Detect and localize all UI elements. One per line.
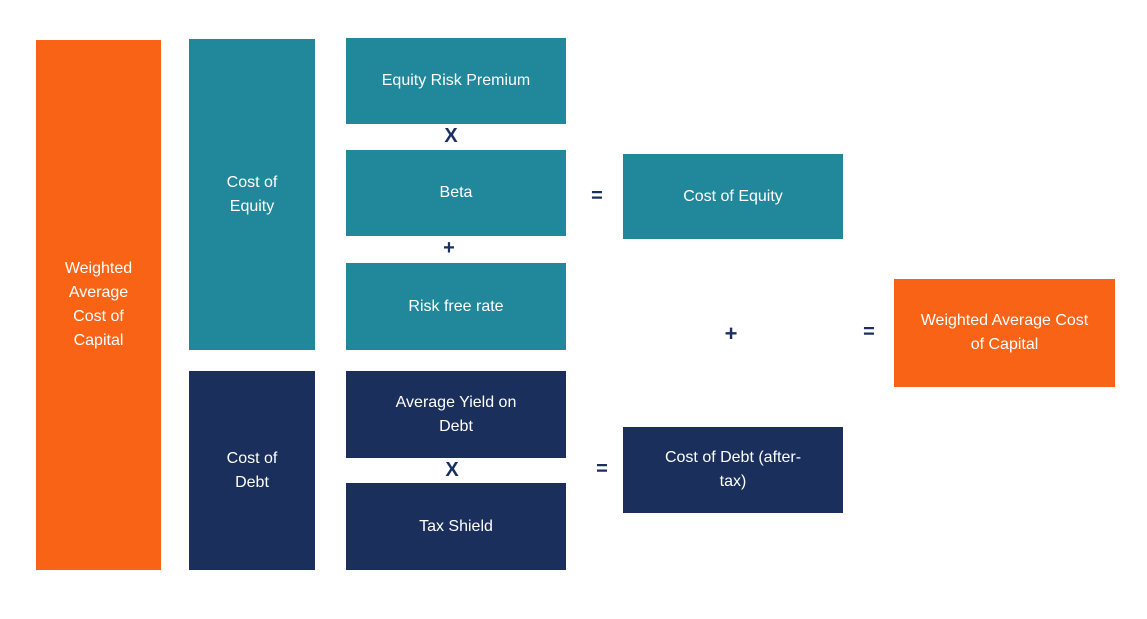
cost-of-debt-result-box: Cost of Debt (after-tax) bbox=[623, 427, 843, 513]
equals-operator-debt: = bbox=[596, 458, 608, 480]
wacc-result-box: Weighted Average Cost of Capital bbox=[894, 279, 1115, 387]
average-yield-on-debt-box: Average Yield on Debt bbox=[346, 371, 566, 458]
beta-box: Beta bbox=[346, 150, 566, 236]
risk-free-rate-box: Risk free rate bbox=[346, 263, 566, 350]
equals-operator-equity: = bbox=[591, 185, 603, 207]
cost-of-equity-result-box: Cost of Equity bbox=[623, 154, 843, 239]
cost-of-debt-group-box: Cost of Debt bbox=[189, 371, 315, 570]
equity-risk-premium-box: Equity Risk Premium bbox=[346, 38, 566, 124]
tax-shield-box: Tax Shield bbox=[346, 483, 566, 570]
multiply-operator-equity: X bbox=[444, 125, 458, 147]
plus-operator-combine: + bbox=[724, 321, 738, 346]
cost-of-equity-group-box: Cost of Equity bbox=[189, 39, 315, 350]
wacc-summary-box: Weighted Average Cost of Capital bbox=[36, 40, 161, 570]
equals-operator-final: = bbox=[863, 321, 875, 343]
multiply-operator-debt: X bbox=[445, 459, 459, 481]
plus-operator-equity: + bbox=[443, 237, 455, 259]
